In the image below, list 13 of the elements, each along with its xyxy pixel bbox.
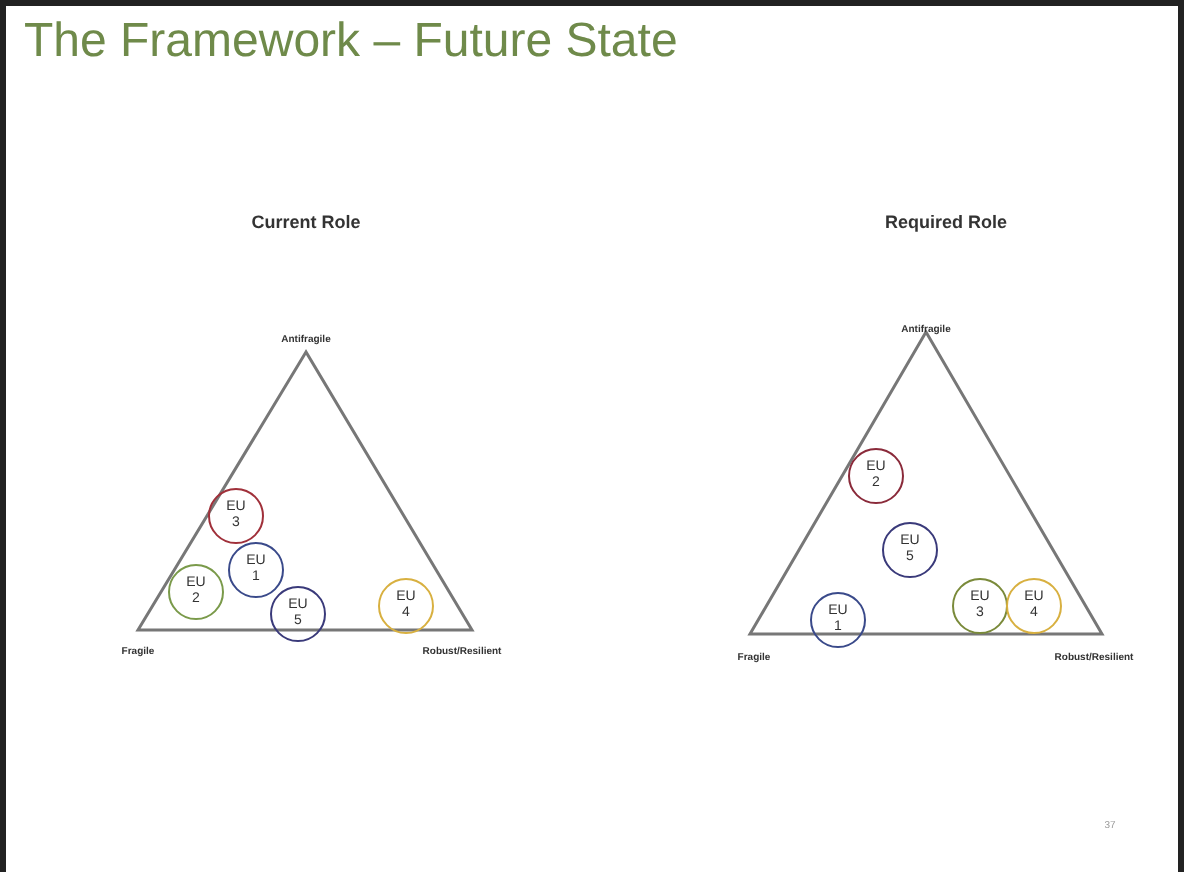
panel-heading: Current Role [251,212,361,232]
group-circle [848,448,904,504]
group-circle [208,488,264,544]
panel-heading: Required Role [885,212,1007,232]
group-circle [810,592,866,648]
group-circle [378,578,434,634]
group-circle [1006,578,1062,634]
group-circle [882,522,938,578]
group-circle [952,578,1008,634]
group-circle [270,586,326,642]
group-circle [168,564,224,620]
slide-title: The Framework – Future State [24,14,678,70]
group-circle [228,542,284,598]
